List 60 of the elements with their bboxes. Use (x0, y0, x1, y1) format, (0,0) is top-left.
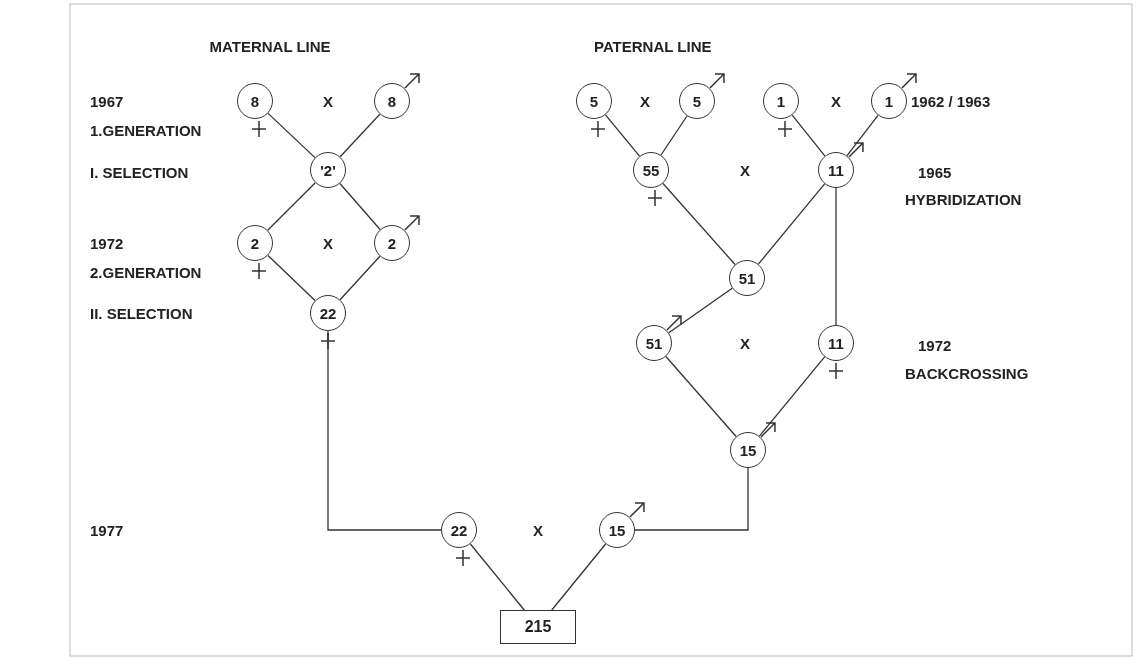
strain-circle: 5 (679, 83, 715, 119)
lineage-line (339, 255, 381, 301)
strain-circle: 15 (599, 512, 635, 548)
strain-circle: 15 (730, 432, 766, 468)
year-label: 1965 (918, 164, 952, 180)
lineage-line (551, 543, 607, 611)
year-label: 1962 / 1963 (911, 93, 991, 109)
lineage-line (668, 287, 733, 334)
generation-label: 1.GENERATION (90, 122, 202, 138)
strain-circle: 11 (818, 325, 854, 361)
strain-circle: 8 (237, 83, 273, 119)
lineage-line (660, 115, 688, 156)
lineage-line (339, 113, 381, 158)
lineage-line (267, 182, 316, 231)
lineage-line (267, 112, 316, 159)
cross-sign: X (323, 93, 333, 109)
generation-label: 2.GENERATION (90, 264, 202, 280)
section-heading: PATERNAL LINE (594, 38, 712, 54)
offspring-box: 215 (500, 610, 576, 644)
cross-sign: X (740, 335, 750, 351)
lineage-line (634, 467, 749, 531)
cross-sign: X (831, 93, 841, 109)
lineage-line (469, 543, 525, 611)
lineage-line (791, 114, 826, 157)
lineage-line (758, 356, 826, 437)
lineage-line (846, 114, 879, 157)
strain-circle: 5 (576, 83, 612, 119)
lineage-line (327, 330, 442, 531)
strain-circle: 22 (310, 295, 346, 331)
year-label: 1972 (90, 235, 124, 251)
strain-circle: 22 (441, 512, 477, 548)
lineage-line (604, 114, 641, 157)
section-heading: MATERNAL LINE (209, 38, 331, 54)
lineage-line (267, 254, 316, 302)
strain-circle: 51 (636, 325, 672, 361)
step-label: I. SELECTION (90, 164, 189, 180)
lineage-line (835, 187, 837, 326)
cross-sign: X (640, 93, 650, 109)
lineage-line (665, 355, 737, 438)
year-label: 1967 (90, 93, 124, 109)
lineage-line (757, 183, 826, 265)
cross-sign: X (740, 162, 750, 178)
strain-circle: 55 (633, 152, 669, 188)
cross-sign: X (533, 522, 543, 538)
step-label: II. SELECTION (90, 305, 193, 321)
strain-circle: 51 (729, 260, 765, 296)
strain-circle: 1 (871, 83, 907, 119)
strain-circle: '2' (310, 152, 346, 188)
strain-circle: 11 (818, 152, 854, 188)
year-label: 1972 (918, 337, 952, 353)
strain-circle: 8 (374, 83, 410, 119)
strain-circle: 2 (237, 225, 273, 261)
cross-sign: X (323, 235, 333, 251)
step-label: BACKCROSSING (905, 365, 1029, 381)
year-label: 1977 (90, 522, 124, 538)
lineage-line (662, 182, 736, 266)
lineage-line (339, 182, 381, 231)
strain-circle: 2 (374, 225, 410, 261)
strain-circle: 1 (763, 83, 799, 119)
step-label: HYBRIDIZATION (905, 191, 1022, 207)
